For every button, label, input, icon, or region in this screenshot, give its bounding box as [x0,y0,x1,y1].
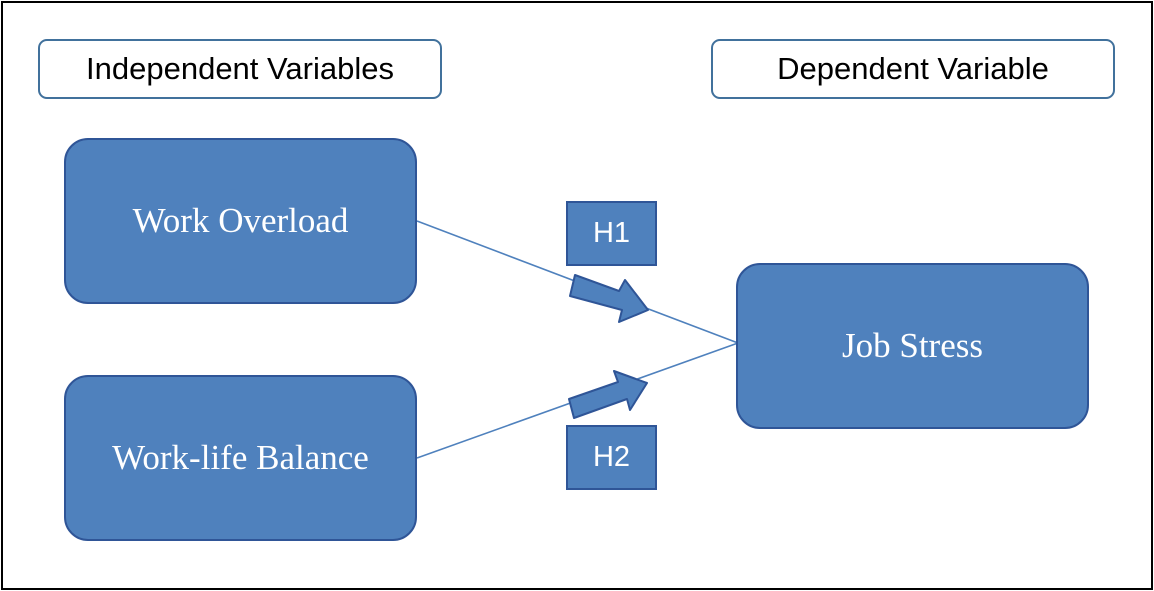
dependent-variable-header: Dependent Variable [711,39,1115,99]
work-overload-box: Work Overload [64,138,417,304]
arrow-h1-icon [569,274,649,323]
independent-variables-header: Independent Variables [38,39,442,99]
hypothesis-h1-label: H1 [566,201,657,266]
work-life-balance-box: Work-life Balance [64,375,417,541]
hypothesis-h2-label: H2 [566,425,657,490]
job-stress-box: Job Stress [736,263,1089,429]
arrow-h2-icon [568,370,648,419]
